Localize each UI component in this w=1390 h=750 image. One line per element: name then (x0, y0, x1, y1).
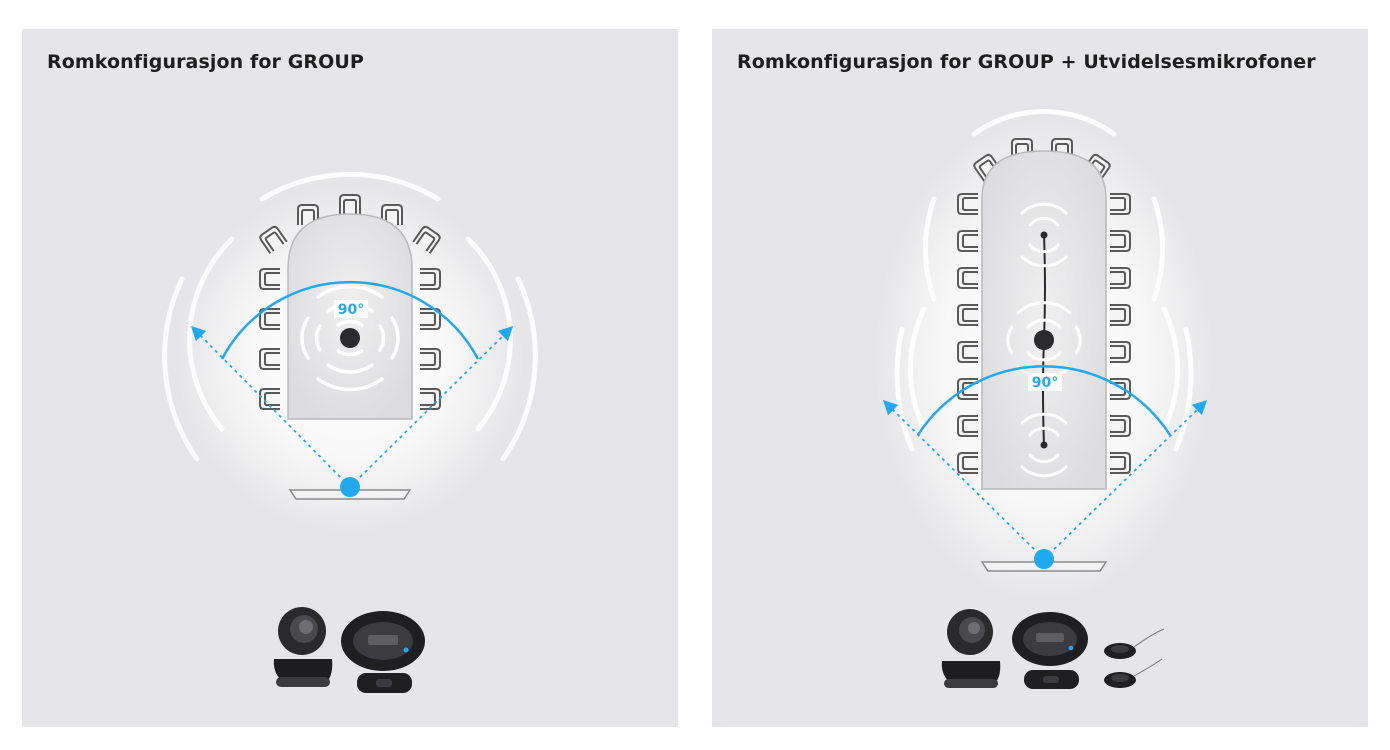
speakerphone-dot (340, 328, 360, 348)
room-diagram-group-expansion: 90° (874, 109, 1214, 689)
room-config-group-expansion-panel: Romkonfigurasjon for GROUP + Utvidelsesm… (712, 29, 1368, 727)
speakerphone-icon (1012, 612, 1088, 666)
group-product-kit (273, 607, 425, 693)
remote-icon (357, 673, 412, 693)
expansion-mic-dot-bottom (1040, 441, 1048, 449)
panel-title: Romkonfigurasjon for GROUP + Utvidelsesm… (737, 51, 1316, 73)
speaker-waves (1006, 202, 1082, 478)
angle-label-bg (334, 300, 368, 318)
outer-sound-waves (894, 109, 1194, 452)
room-diagram-group: 90° (162, 171, 538, 693)
camera-field-of-view (190, 280, 514, 488)
expansion-mic-icon (1104, 658, 1163, 688)
angle-label: 90° (338, 302, 364, 318)
speakerphone-dot (1034, 330, 1054, 350)
expansion-mic-dot-top (1040, 231, 1048, 239)
room-config-group-panel: Romkonfigurasjon for GROUP (22, 29, 678, 727)
camera-position-dot (1034, 549, 1054, 569)
remote-icon (1024, 670, 1079, 689)
camera-field-of-view (882, 365, 1208, 560)
panel-title: Romkonfigurasjon for GROUP (47, 51, 364, 73)
angle-label-bg (1028, 373, 1062, 391)
camera-position-dot (340, 477, 360, 497)
camera-icon (273, 607, 333, 687)
expansion-mic-icon (1104, 628, 1165, 659)
angle-label: 90° (1032, 375, 1058, 391)
group-expansion-product-kit (941, 609, 1165, 689)
speakerphone-icon (341, 611, 425, 671)
camera-icon (941, 609, 1001, 688)
